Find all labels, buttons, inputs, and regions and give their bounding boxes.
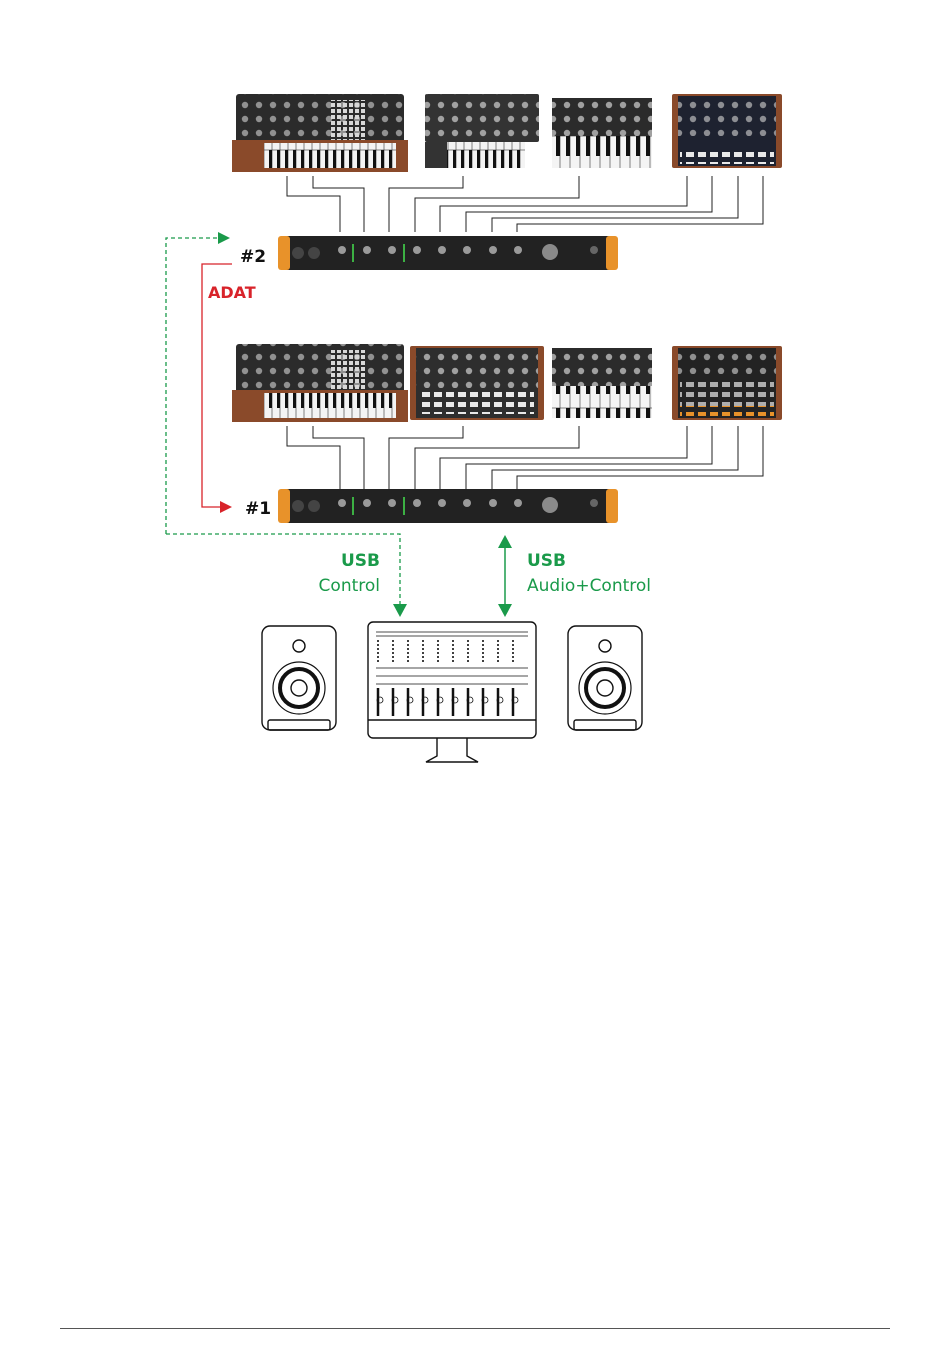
modular-synth-icon [232,94,408,172]
adat-label: ADAT [208,283,256,302]
arrow-right-icon [220,501,232,513]
analog-synth-icon [425,94,539,168]
unit-1-label: #1 [245,499,271,519]
usb-audio-title: USB [527,551,566,571]
bottom-cables [287,426,763,490]
studio-monitor-icon [262,626,336,730]
arrow-up-icon [498,535,512,548]
audio-interface-2 [278,236,618,270]
footer-rule [60,1328,890,1329]
modular-synth-icon [232,344,408,422]
usb-control-title: USB [341,551,380,571]
usb-audio-subtitle: Audio+Control [527,576,651,596]
studio-monitor-icon [568,626,642,730]
arrow-right-icon [218,232,230,244]
drum-machine-icon [672,94,782,168]
unit-2-label: #2 [240,247,266,267]
groovebox-icon [672,346,782,420]
computer-monitor-icon [368,622,536,762]
mono-synth-icon [552,348,652,418]
arrow-down-icon [498,604,512,617]
arrow-down-icon [393,604,407,617]
audio-interface-1 [278,489,618,523]
polyphonic-synth-icon [410,346,544,420]
mono-synth-icon [552,98,652,168]
usb-control-subtitle: Control [319,576,380,596]
top-cables [287,176,763,232]
